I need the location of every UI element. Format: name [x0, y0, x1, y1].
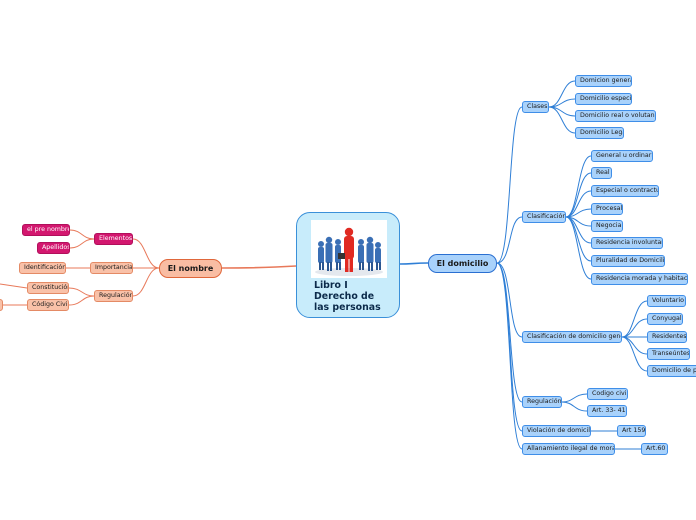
subtopic-identificacion[interactable]: Identificación	[19, 262, 66, 274]
subtopic-negocial[interactable]: Negocial	[591, 220, 623, 232]
topic-regulacion-domicilio[interactable]: Regulación	[522, 396, 562, 408]
subtopic-residencia-involuntaria[interactable]: Residencia involuntaria	[591, 237, 663, 249]
subtopic-domicilio-legal[interactable]: Domicilio Legal	[575, 127, 624, 139]
subtopic-residentes[interactable]: Residentes	[647, 331, 687, 343]
topic-importancia[interactable]: Importancia	[90, 262, 133, 274]
subtopic-constitucion[interactable]: Constitución	[27, 282, 69, 294]
subtopic-especial-o-contractual[interactable]: Especial o contractual	[591, 185, 659, 197]
central-topic[interactable]: Libro I Derecho de las personas	[296, 212, 400, 318]
subtopic-procesal[interactable]: Procesal	[591, 203, 623, 215]
offscreen-subtopic-stub[interactable]	[0, 299, 3, 311]
subtopic-art-60[interactable]: Art.60	[641, 443, 668, 455]
subtopic-transeuntes[interactable]: Transeúntes	[647, 348, 690, 360]
subtopic-domicilio-de-pe[interactable]: Domicilio de pe	[647, 365, 696, 377]
business-team-image	[311, 220, 387, 278]
topic-clases[interactable]: Clases	[522, 101, 549, 113]
subtopic-real[interactable]: Real	[591, 167, 612, 179]
subtopic-general-u-ordinario[interactable]: General u ordinario	[591, 150, 653, 162]
topic-allanamiento-ilegal[interactable]: Allanamiento ilegal de morada	[522, 443, 615, 455]
topic-regulacion-nombre[interactable]: Regulación	[94, 290, 133, 302]
subtopic-domicilio-especial[interactable]: Domicilio especial	[575, 93, 632, 105]
topic-el-nombre[interactable]: El nombre	[159, 259, 222, 278]
subtopic-art-159[interactable]: Art 159	[617, 425, 646, 437]
topic-el-domicilio[interactable]: El domicilio	[428, 254, 497, 273]
central-topic-title: Libro I Derecho de las personas	[314, 280, 381, 313]
subtopic-art-33-41[interactable]: Art. 33- 41	[587, 405, 627, 417]
subtopic-domicilio-real[interactable]: Domicilio real o volutanrio	[575, 110, 656, 122]
subtopic-codigo-civil[interactable]: Codigo civil	[587, 388, 628, 400]
subtopic-conyugal[interactable]: Conyugal	[647, 313, 683, 325]
subtopic-domicion-general[interactable]: Domicion general	[575, 75, 632, 87]
subtopic-voluntario[interactable]: Voluntario	[647, 295, 686, 307]
topic-clasificacion[interactable]: Clasificación	[522, 211, 566, 223]
subtopic-residencia-morada[interactable]: Residencia morada y habitación	[591, 273, 688, 285]
topic-violacion-de-domicilio[interactable]: Violación de domicilio	[522, 425, 591, 437]
topic-elementos[interactable]: Elementos	[94, 233, 133, 245]
subtopic-pluralidad-de-domicilios[interactable]: Pluralidad de Domicilios	[591, 255, 665, 267]
topic-clasificacion-domicilio-general[interactable]: Clasificación de domicilio general	[522, 331, 622, 343]
subtopic-el-pre-nombre[interactable]: el pre nombre	[22, 224, 70, 236]
subtopic-apellidos[interactable]: Apellidos	[37, 242, 70, 254]
subtopic-codigo-civil-nombre[interactable]: Código Civil	[27, 299, 69, 311]
